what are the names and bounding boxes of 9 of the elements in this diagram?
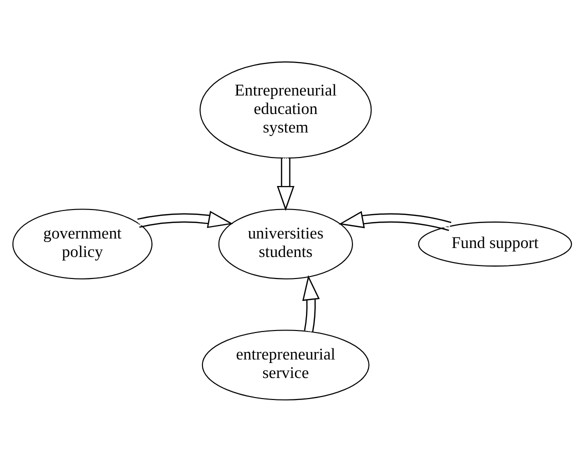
arrow <box>338 211 452 231</box>
node-ellipse: government policy <box>12 208 152 280</box>
node-ellipse: universities students <box>218 208 353 280</box>
node-ellipse: entrepreneurial service <box>202 330 370 400</box>
arrow <box>137 210 234 228</box>
arrow <box>276 158 294 211</box>
arrow <box>302 275 320 332</box>
node-ellipse: Entrepreneurial education system <box>200 61 372 159</box>
node-ellipse: Fund support <box>418 222 572 267</box>
